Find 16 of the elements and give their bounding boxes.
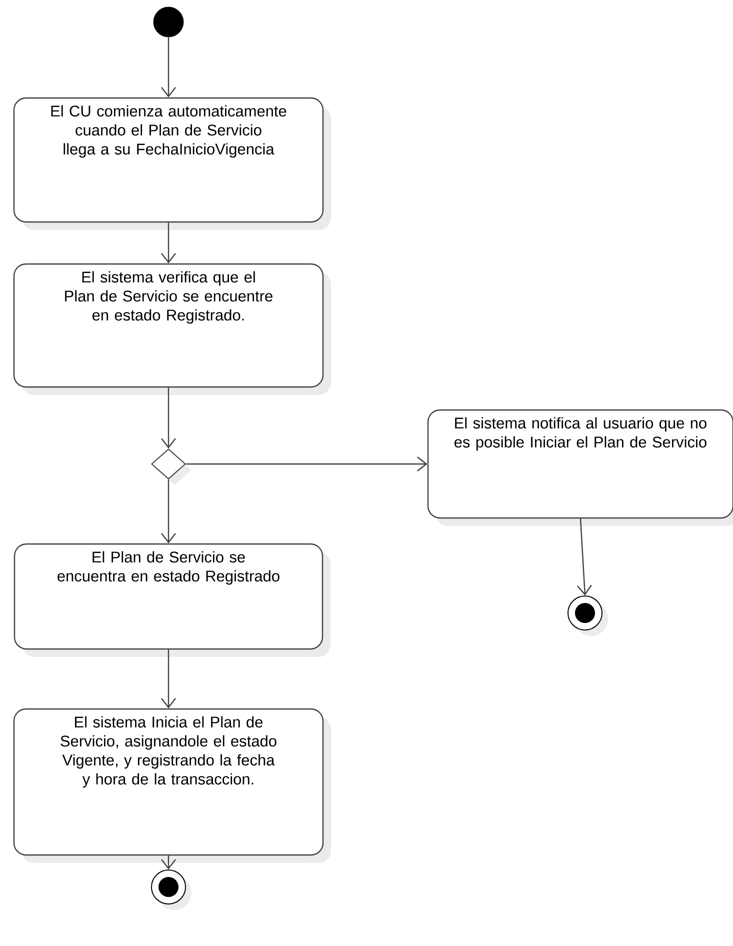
arrow <box>186 456 428 472</box>
arrow <box>161 388 176 448</box>
arrow <box>161 650 176 708</box>
decision-diamond <box>150 448 192 485</box>
arrow <box>161 222 176 264</box>
action-box: El sistema notifica al usuario que no es posible Iniciar el Plan de Servicio <box>427 409 733 526</box>
arrow <box>576 518 592 596</box>
action-box: El sistema verifica que el Plan de Servicio se encuentre en estado Registrado. <box>13 263 331 395</box>
arrow <box>161 480 176 544</box>
action-box: El Plan de Servicio se encuentra en estado Registrado <box>14 543 330 657</box>
action-box: El sistema Inicia el Plan de Servicio, asignandole el estado Vigente, y registrando la fecha y hora de la transaccion. <box>13 708 331 863</box>
end-node <box>568 596 608 636</box>
start-node <box>153 6 184 38</box>
action-box: El CU comienza automaticamente cuando el Plan de Servicio llega a su FechaInicioVigencia <box>13 97 331 230</box>
end-node <box>151 870 192 910</box>
arrow <box>161 37 176 98</box>
